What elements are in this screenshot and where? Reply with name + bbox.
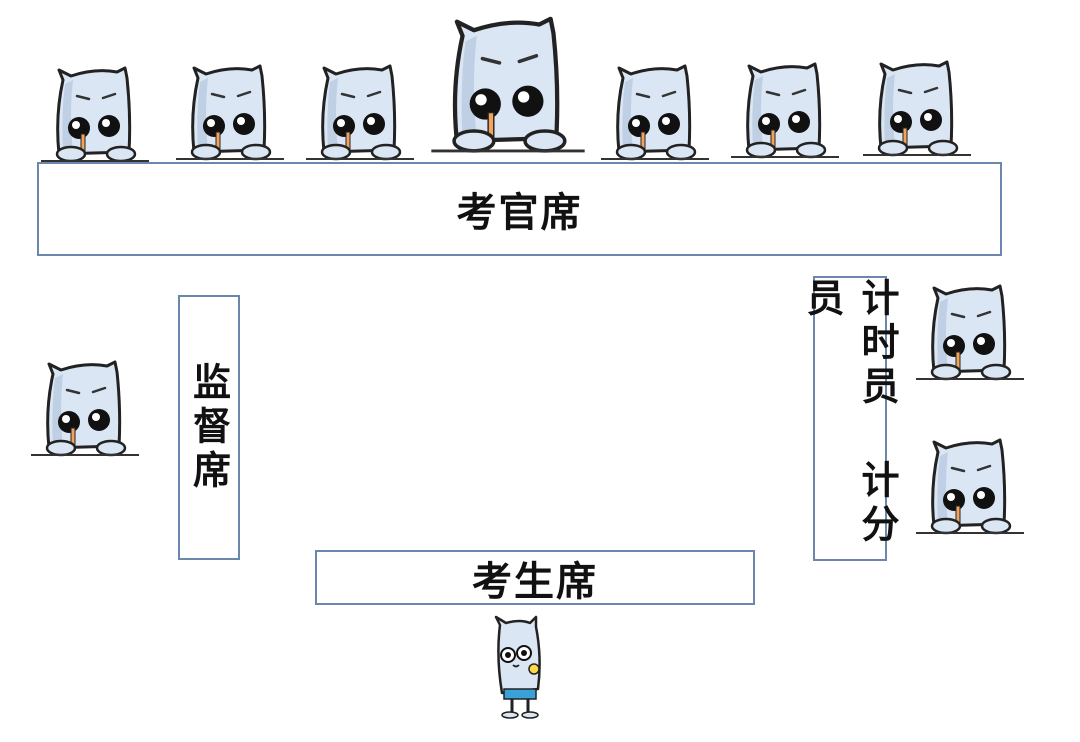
examiner-icon [862,60,972,160]
timer-scorer-seat-label: 计时员 计分员 [800,278,899,548]
candidate-seat-label: 考生席 [472,558,598,605]
scorer-icon [915,438,1025,538]
supervisor-seat: 监督席 [178,295,240,560]
supervisor-icon [30,360,140,460]
examiner-icon [40,66,150,166]
supervisor-seat-label: 监督席 [186,361,231,494]
examiner-icon [600,64,710,164]
examiner-icon [730,62,840,162]
examiner-seat: 考官席 [37,162,1002,256]
timer-scorer-seat: 计时员 计分员 [800,276,899,561]
examiner-seat-label: 考官席 [456,190,583,236]
examiner-icon [428,16,588,158]
candidate-icon [480,614,560,724]
candidate-seat: 考生席 [315,550,755,605]
examiner-icon [305,64,415,164]
timer-icon [915,284,1025,384]
examiner-icon [175,64,285,164]
